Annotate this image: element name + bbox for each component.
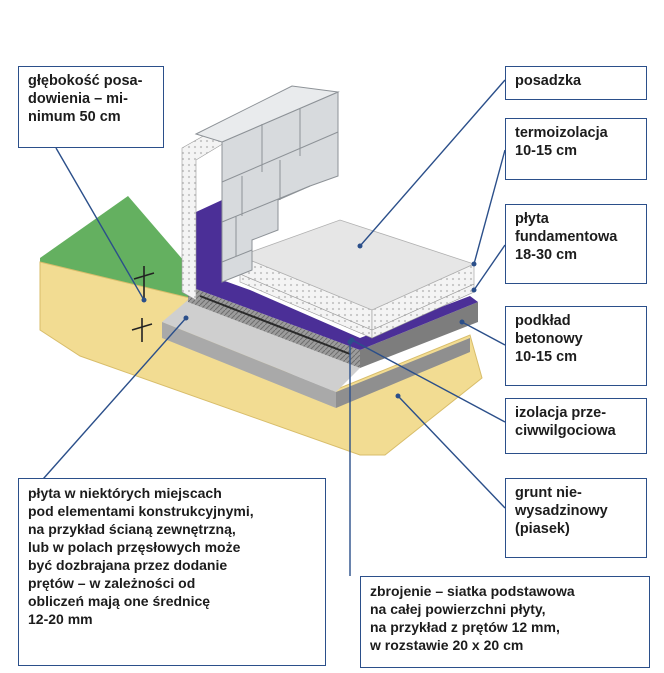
label-floor: posadzka	[505, 66, 647, 100]
concrete-subbase-side	[336, 338, 470, 408]
depth-marker-bottom	[131, 318, 153, 342]
depth-marker-top	[133, 266, 155, 300]
label-soil: grunt nie- wysadzinowy (piasek)	[505, 478, 647, 558]
label-thermal-insulation: termoizolacja 10-15 cm	[505, 118, 647, 180]
label-foundation-depth: głębokość posa- dowienia – mi- nimum 50 …	[18, 66, 164, 148]
leader-lines	[27, 79, 506, 576]
label-foundation-slab: płyta fundamentowa 18-30 cm	[505, 204, 647, 284]
foundation-slab-side	[360, 302, 478, 368]
label-moisture-insulation: izolacja prze- ciwwilgociowa	[505, 398, 647, 454]
label-concrete-subbase: podkład betonowy 10-15 cm	[505, 306, 647, 386]
leader-dots	[183, 243, 477, 399]
concrete-subbase-top	[162, 300, 360, 392]
block-joints	[221, 108, 339, 263]
block-wall-top	[194, 85, 340, 143]
foundation-slab-front	[188, 286, 360, 368]
concrete-subbase-front	[162, 322, 336, 408]
label-rebar-mesh: zbrojenie – siatka podstawowa na całej p…	[360, 576, 650, 668]
label-slab-reinforcement-note: płyta w niektórych miejscach pod element…	[18, 478, 326, 666]
moisture-insulation-membrane	[188, 200, 478, 350]
